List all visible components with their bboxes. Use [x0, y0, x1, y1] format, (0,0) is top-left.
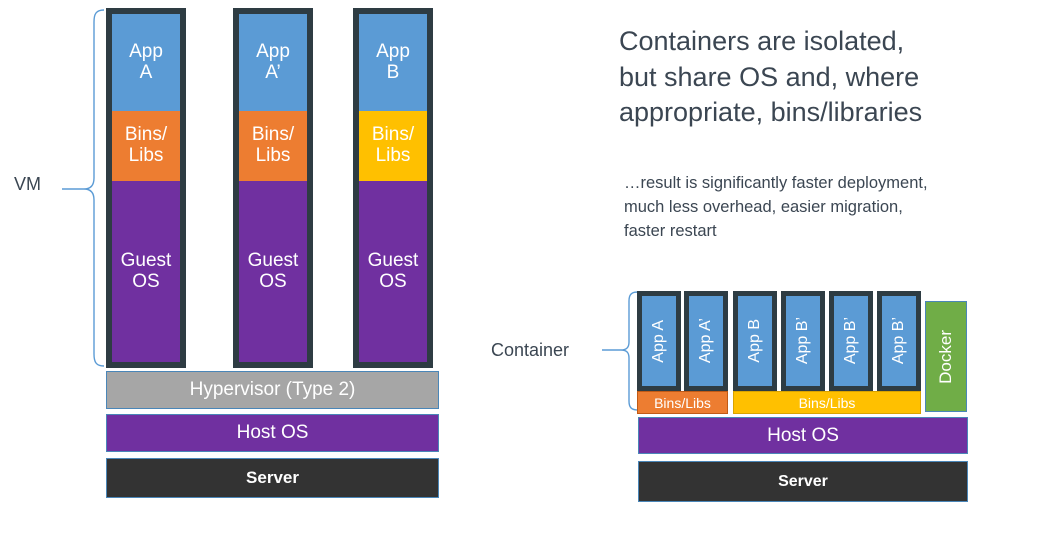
server-bar: Server — [106, 458, 439, 498]
vm-app-block: App A’ — [239, 14, 307, 112]
vm-brace — [60, 8, 106, 368]
vm-guest-os-block: Guest OS — [359, 181, 427, 362]
container-bins-strip-yellow: Bins/Libs — [733, 391, 921, 414]
container-brace-label: Container — [491, 340, 570, 360]
container-brace-icon — [602, 291, 639, 411]
vm-brace-label: VM — [14, 174, 41, 194]
container-app-label: App B’ — [890, 317, 907, 365]
vm-column-2: App A’ Bins/ Libs Guest OS — [233, 8, 313, 368]
docker-label: Docker — [936, 329, 955, 384]
container-column-2: App A’ — [684, 291, 728, 391]
container-app-label: App A — [650, 319, 667, 363]
container-column-3: App B — [733, 291, 777, 391]
container-app-label: App B — [746, 319, 763, 363]
vm-column-3: App B Bins/ Libs Guest OS — [353, 8, 433, 368]
container-app-label: App B’ — [794, 317, 811, 365]
container-brace — [600, 290, 640, 412]
container-app-label: App A’ — [697, 318, 714, 364]
container-column-1: App A — [637, 291, 681, 391]
vm-brace-icon — [62, 9, 105, 367]
docker-box: Docker — [925, 301, 967, 412]
container-column-6: App B’ — [877, 291, 921, 391]
container-server-bar: Server — [638, 461, 968, 502]
container-app-label: App B’ — [842, 317, 859, 365]
vm-guest-os-block: Guest OS — [112, 181, 180, 362]
container-bins-strip-orange: Bins/Libs — [637, 391, 728, 414]
host-os-bar: Host OS — [106, 414, 439, 452]
vm-column-1: App A Bins/ Libs Guest OS — [106, 8, 186, 368]
vm-app-block: App A — [112, 14, 180, 112]
callout-headline: Containers are isolated, but share OS an… — [619, 26, 923, 128]
vm-bins-block: Bins/ Libs — [359, 111, 427, 182]
container-host-os-bar: Host OS — [638, 417, 968, 454]
vm-bins-block: Bins/ Libs — [239, 111, 307, 182]
hypervisor-bar: Hypervisor (Type 2) — [106, 371, 439, 409]
container-column-5: App B’ — [829, 291, 873, 391]
container-column-4: App B’ — [781, 291, 825, 391]
vm-app-block: App B — [359, 14, 427, 112]
callout-subtext: …result is significantly faster deployme… — [624, 174, 928, 240]
vm-guest-os-block: Guest OS — [239, 181, 307, 362]
vm-bins-block: Bins/ Libs — [112, 111, 180, 182]
